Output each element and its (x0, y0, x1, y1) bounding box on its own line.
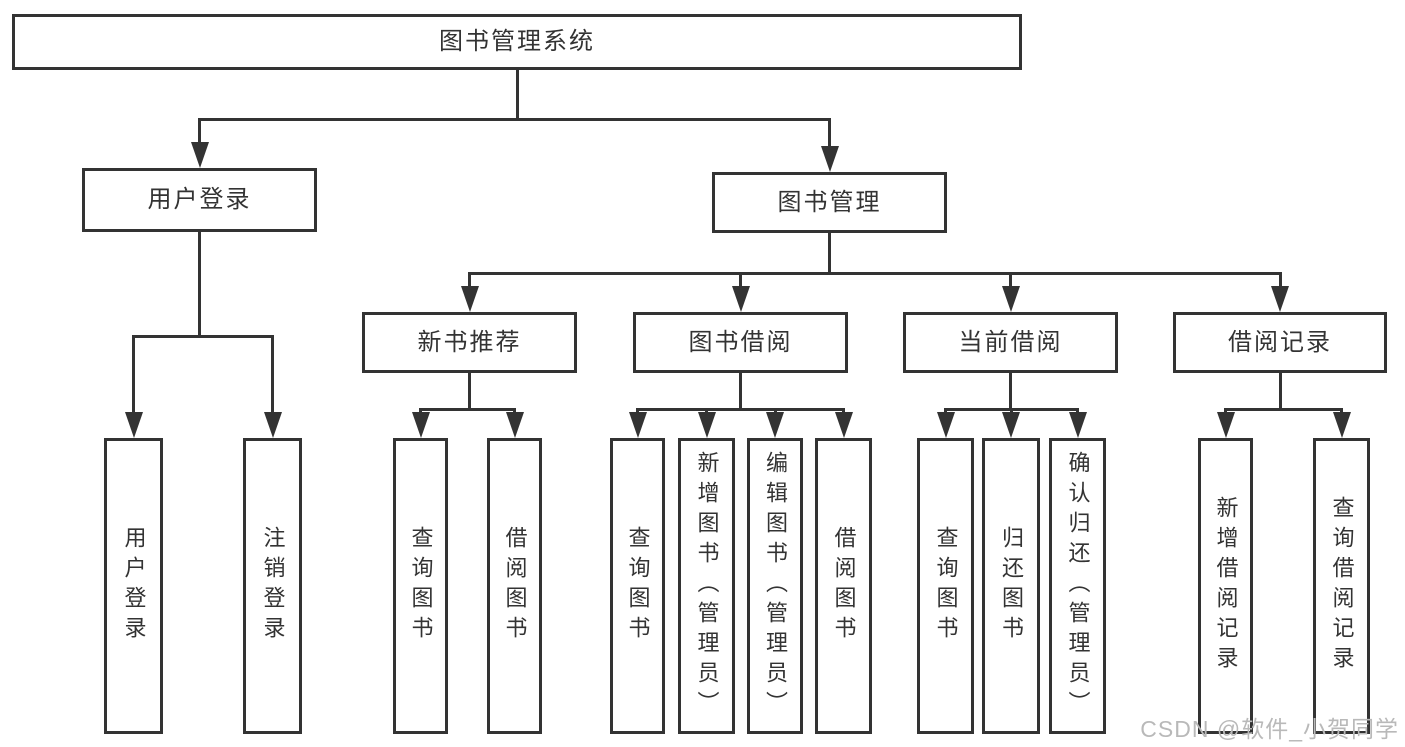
connector-stem (132, 335, 135, 418)
node-root: 图书管理系统 (12, 14, 1022, 70)
node-label: 归还图书 (999, 526, 1024, 646)
node-book-management: 图书管理 (712, 172, 947, 233)
connector-stem (828, 118, 831, 152)
arrowhead-down-icon (1216, 412, 1235, 438)
node-query-borrow-record: 查询借阅记录 (1313, 438, 1370, 734)
node-label: 借阅记录 (1228, 328, 1332, 356)
node-new-book-rec: 新书推荐 (362, 312, 577, 373)
connector-stem (1009, 371, 1012, 411)
connector-bar (636, 408, 845, 411)
node-label: 注销登录 (260, 526, 286, 646)
node-label: 编辑图书（管理员） (763, 451, 788, 721)
node-label: 图书管理系统 (439, 28, 595, 55)
arrowhead-down-icon (834, 412, 853, 438)
connector-stem (828, 231, 831, 275)
arrowhead-down-icon (1332, 412, 1351, 438)
node-label: 新增借阅记录 (1213, 496, 1239, 676)
arrowhead-down-icon (628, 412, 647, 438)
connector-bar (198, 118, 831, 121)
arrowhead-down-icon (731, 286, 750, 312)
arrowhead-down-icon (1002, 412, 1020, 438)
node-return-book: 归还图书 (982, 438, 1040, 734)
arrowhead-down-icon (697, 412, 716, 438)
node-label: 图书管理 (777, 188, 882, 216)
arrowhead-down-icon (460, 286, 479, 312)
connector-stem (1278, 371, 1282, 411)
node-borrow-book: 借阅图书 (815, 438, 872, 734)
arrowhead-down-icon (190, 142, 209, 168)
connector-stem (198, 230, 201, 338)
connector-stem (468, 371, 471, 411)
node-query-book-current: 查询图书 (917, 438, 974, 734)
arrowhead-down-icon (1068, 412, 1087, 438)
connector-stem (468, 272, 471, 292)
node-borrow-records: 借阅记录 (1173, 312, 1387, 373)
node-add-book: 新增图书（管理员） (678, 438, 735, 734)
node-label: 查询图书 (408, 526, 434, 646)
node-label: 用户登录 (147, 186, 252, 213)
connector-stem (271, 335, 274, 418)
arrowhead-down-icon (124, 412, 143, 438)
connector-bar (1224, 408, 1343, 411)
node-user-login-group: 用户登录 (82, 168, 317, 232)
node-label: 查询图书 (933, 526, 959, 646)
node-label: 新书推荐 (417, 328, 522, 356)
node-confirm-return: 确认归还（管理员） (1049, 438, 1106, 734)
arrowhead-down-icon (263, 412, 282, 438)
connector-stem (1009, 272, 1012, 292)
arrowhead-down-icon (411, 412, 430, 438)
node-label: 借阅图书 (502, 526, 528, 646)
arrowhead-down-icon (505, 412, 524, 438)
node-query-book-borrow: 查询图书 (610, 438, 665, 734)
node-logout: 注销登录 (243, 438, 302, 734)
connector-bar (132, 335, 274, 338)
connector-stem (739, 272, 742, 292)
connector-bar (468, 272, 1282, 275)
node-label: 借阅图书 (831, 526, 857, 646)
arrowhead-down-icon (820, 146, 839, 172)
node-add-borrow-record: 新增借阅记录 (1198, 438, 1253, 734)
node-label: 当前借阅 (958, 328, 1063, 356)
node-label: 新增图书（管理员） (694, 451, 720, 721)
node-query-book-new: 查询图书 (393, 438, 448, 734)
arrowhead-down-icon (1001, 286, 1020, 312)
node-label: 查询借阅记录 (1329, 496, 1355, 676)
connector-stem (515, 68, 519, 121)
node-current-borrow: 当前借阅 (903, 312, 1118, 373)
node-borrow-book-new: 借阅图书 (487, 438, 542, 734)
node-label: 用户登录 (121, 526, 147, 646)
connector-stem (198, 118, 201, 148)
node-book-borrow: 图书借阅 (633, 312, 848, 373)
node-label: 图书借阅 (688, 328, 793, 356)
arrowhead-down-icon (1271, 286, 1289, 312)
connector-bar (419, 408, 516, 411)
node-login: 用户登录 (104, 438, 163, 734)
connector-stem (1278, 272, 1282, 292)
node-edit-book: 编辑图书（管理员） (747, 438, 803, 734)
arrowhead-down-icon (766, 412, 784, 438)
node-label: 确认归还（管理员） (1065, 451, 1091, 721)
connector-stem (739, 371, 742, 411)
arrowhead-down-icon (936, 412, 955, 438)
node-label: 查询图书 (625, 526, 651, 646)
